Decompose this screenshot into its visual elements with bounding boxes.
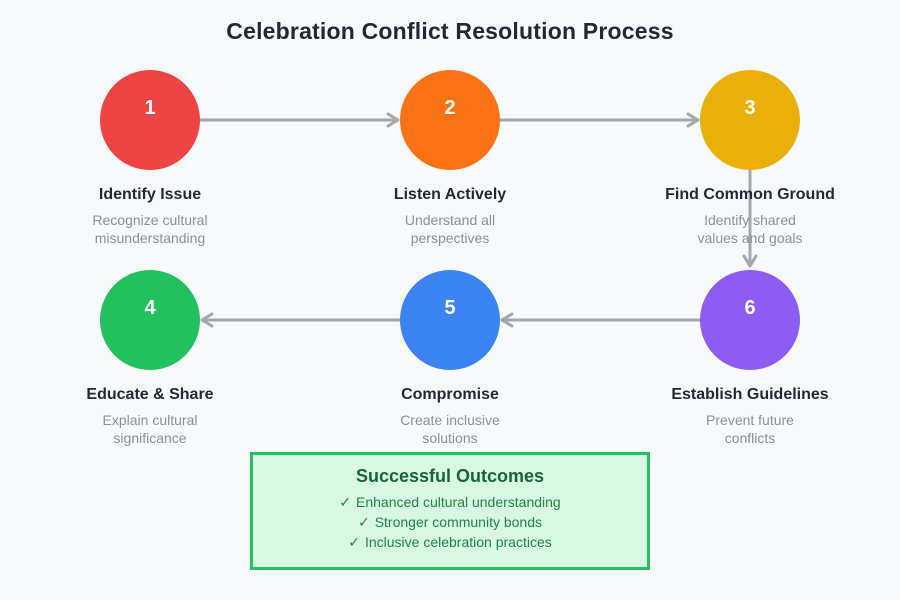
arrowhead-3-6-icon <box>742 254 758 268</box>
step-5-label: Compromise <box>401 386 499 403</box>
step-5-circle: 5 <box>400 270 500 370</box>
step-2-circle: 2 <box>400 70 500 170</box>
step-2-description: Understand all perspectives <box>404 212 496 246</box>
step-1-label: Identify Issue <box>98 186 202 203</box>
step-1-circle: 1 <box>100 70 200 170</box>
flow-arrows <box>198 112 758 328</box>
check-icon: ✓ <box>348 534 360 550</box>
outcomes-list: ✓Enhanced cultural understanding ✓Strong… <box>253 492 647 552</box>
successful-outcomes-box: Successful Outcomes ✓Enhanced cultural u… <box>250 452 650 570</box>
outcome-item: ✓Inclusive celebration practices <box>253 532 647 552</box>
arrowhead-1-2-icon <box>386 112 400 128</box>
arrowhead-5-4-icon <box>200 312 214 328</box>
step-4: 4 Educate & Share Explain cultural signi… <box>40 270 260 447</box>
step-6-number: 6 <box>744 297 756 319</box>
step-3-circle: 3 <box>700 70 800 170</box>
step-6-description: Prevent future conflicts <box>706 412 794 446</box>
step-5-description: Create inclusive solutions <box>400 412 500 446</box>
check-icon: ✓ <box>339 494 352 510</box>
outcome-item-text: Stronger community bonds <box>374 514 543 530</box>
outcome-item-text: Enhanced cultural understanding <box>356 494 561 510</box>
step-3-number: 3 <box>744 97 756 119</box>
check-icon: ✓ <box>357 514 370 530</box>
step-2-label: Listen Actively <box>393 186 507 203</box>
step-5: 5 Compromise Create inclusive solutions <box>340 270 560 447</box>
outcome-item: ✓Stronger community bonds <box>253 512 647 532</box>
step-1: 1 Identify Issue Recognize cultural misu… <box>40 70 260 247</box>
arrowhead-6-5-icon <box>500 312 514 328</box>
step-4-label: Educate & Share <box>86 386 214 403</box>
step-4-description: Explain cultural significance <box>102 412 198 446</box>
outcomes-title: Successful Outcomes <box>355 466 545 486</box>
page-title: Celebration Conflict Resolution Process <box>226 18 674 44</box>
step-3-description: Identify shared values and goals <box>697 212 803 246</box>
arrowhead-2-3-icon <box>686 112 700 128</box>
step-3-label: Find Common Ground <box>665 186 835 203</box>
step-6: 6 Establish Guidelines Prevent future co… <box>640 270 860 447</box>
step-5-number: 5 <box>444 297 456 319</box>
step-1-number: 1 <box>144 97 156 119</box>
step-6-circle: 6 <box>700 270 800 370</box>
step-1-description: Recognize cultural misunderstanding <box>92 212 208 246</box>
outcome-item-text: Inclusive celebration practices <box>364 534 552 550</box>
step-4-number: 4 <box>144 297 156 319</box>
step-2: 2 Listen Actively Understand all perspec… <box>340 70 560 247</box>
step-2-number: 2 <box>444 97 456 119</box>
outcome-item: ✓Enhanced cultural understanding <box>253 492 647 512</box>
step-6-label: Establish Guidelines <box>671 386 829 403</box>
step-4-circle: 4 <box>100 270 200 370</box>
step-3: 3 Find Common Ground Identify shared val… <box>640 70 860 247</box>
